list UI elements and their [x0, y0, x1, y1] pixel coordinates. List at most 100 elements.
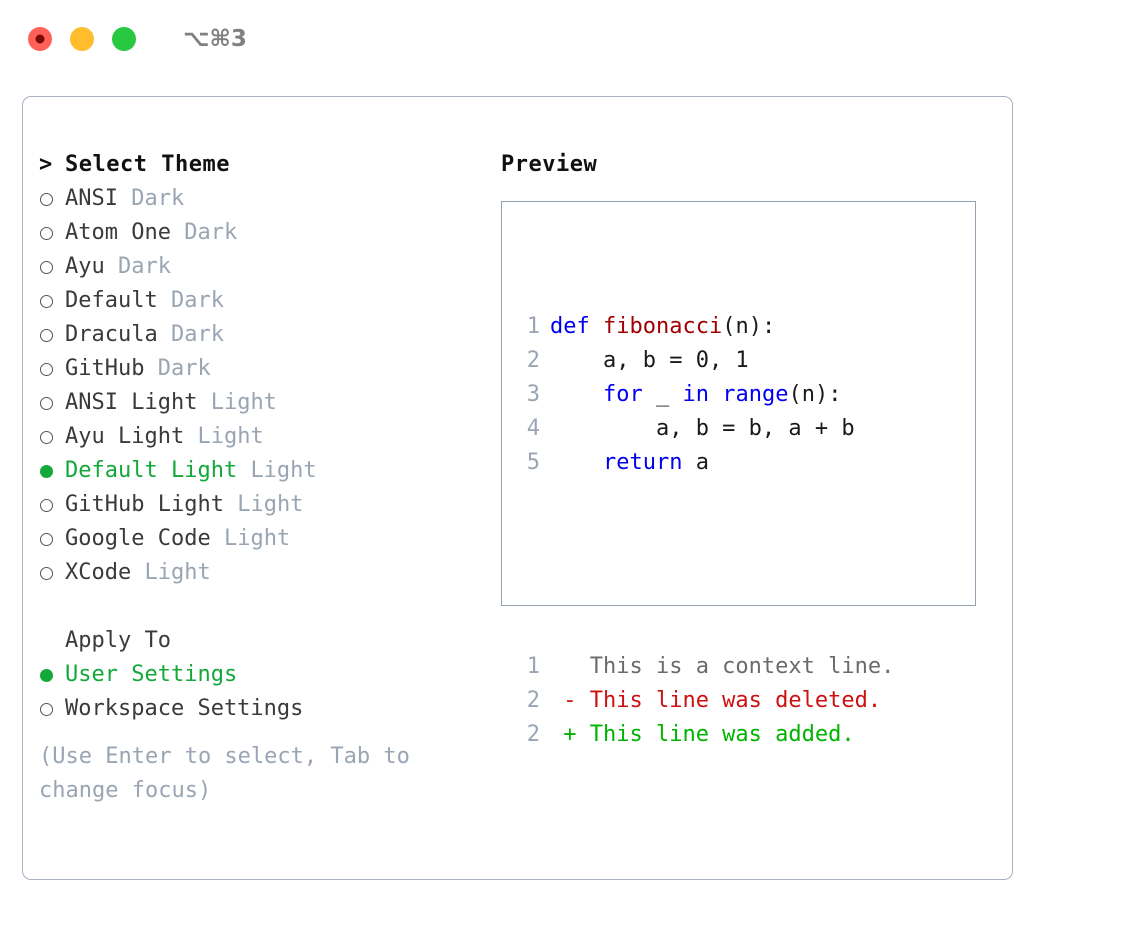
code-token — [590, 314, 603, 339]
line-number: 1 — [526, 654, 540, 679]
theme-list-item[interactable]: GitHub Dark — [39, 352, 479, 386]
theme-name-label: Dracula — [65, 322, 158, 347]
line-number: 2 — [526, 348, 540, 373]
theme-kind-label: Light — [197, 424, 264, 449]
code-token: a, b = 0, 1 — [550, 348, 749, 373]
theme-name-label: Google Code — [65, 526, 211, 551]
code-token: in — [682, 382, 709, 407]
radio-unselected-icon — [40, 226, 53, 240]
code-blank-line — [514, 548, 894, 582]
line-number: 4 — [526, 416, 540, 441]
line-number: 1 — [526, 314, 540, 339]
prompt-caret-icon: > — [39, 152, 53, 177]
theme-kind-label: Light — [237, 492, 304, 517]
title-bar: ⌥⌘3 — [0, 0, 1140, 78]
diff-line: 2 - This line was deleted. — [514, 684, 894, 718]
apply-to-item[interactable]: Workspace Settings — [39, 692, 479, 726]
radio-unselected-icon — [40, 362, 53, 376]
theme-name-label: ANSI Light — [65, 390, 198, 415]
radio-selected-icon — [40, 668, 53, 682]
theme-list-item[interactable]: ANSI Light Light — [39, 386, 479, 420]
traffic-lights — [28, 27, 136, 51]
select-theme-label: Select Theme — [65, 152, 230, 177]
select-theme-heading: > Select Theme — [39, 148, 479, 182]
theme-kind-label: Dark — [170, 322, 224, 347]
diff-block: 1 This is a context line.2 - This line w… — [514, 650, 895, 752]
code-token: _ — [642, 382, 683, 407]
code-token — [550, 450, 603, 475]
maximize-button[interactable] — [112, 27, 136, 51]
close-button[interactable] — [28, 27, 52, 51]
code-line: 5 return a — [514, 446, 894, 480]
theme-name-label: XCode — [65, 560, 132, 585]
code-token: + This line was added. — [550, 722, 855, 747]
radio-unselected-icon — [40, 702, 53, 716]
theme-name-label: GitHub Light — [65, 492, 224, 517]
preview-heading: Preview — [501, 152, 598, 177]
minimize-button[interactable] — [70, 27, 94, 51]
diff-line: 2 + This line was added. — [514, 718, 894, 752]
theme-list-item[interactable]: Atom One Dark — [39, 216, 479, 250]
theme-list-item[interactable]: ANSI Dark — [39, 182, 479, 216]
theme-kind-label: Dark — [184, 220, 238, 245]
theme-kind-label: Dark — [131, 186, 185, 211]
theme-kind-label: Light — [144, 560, 211, 585]
radio-unselected-icon — [40, 260, 53, 274]
theme-name-label: Default — [65, 288, 158, 313]
line-number: 5 — [526, 450, 540, 475]
diff-line: 1 This is a context line. — [514, 650, 895, 684]
theme-name-label: GitHub — [65, 356, 145, 381]
radio-unselected-icon — [40, 566, 53, 580]
code-token: - This line was deleted. — [550, 688, 882, 713]
line-number: 2 — [526, 722, 540, 747]
radio-unselected-icon — [40, 532, 53, 546]
theme-name-label: Ayu Light — [65, 424, 185, 449]
code-token — [709, 382, 722, 407]
theme-kind-label: Dark — [118, 254, 171, 279]
radio-unselected-icon — [40, 294, 53, 308]
theme-list-item[interactable]: GitHub Light Light — [39, 488, 479, 522]
code-token: This is a context line. — [550, 654, 895, 679]
radio-selected-icon — [40, 464, 53, 478]
code-token: return — [602, 450, 683, 475]
list-spacer — [39, 590, 479, 624]
code-line: 2 a, b = 0, 1 — [514, 344, 894, 378]
radio-unselected-icon — [40, 430, 53, 444]
theme-name-label: ANSI — [65, 186, 118, 211]
code-token: (n): — [722, 314, 776, 339]
theme-list-item[interactable]: Ayu Dark — [39, 250, 479, 284]
window-title-shortcut: ⌥⌘3 — [183, 26, 247, 52]
code-token: a, b = b, a + b — [550, 416, 855, 441]
code-token — [550, 382, 603, 407]
theme-list-item[interactable]: Google Code Light — [39, 522, 479, 556]
radio-unselected-icon — [40, 328, 53, 342]
theme-kind-label: Dark — [170, 288, 224, 313]
apply-to-label: Apply To — [65, 628, 171, 653]
theme-kind-label: Light — [223, 526, 291, 551]
apply-to-item-label: User Settings — [65, 662, 238, 687]
code-token: for — [602, 382, 643, 407]
theme-kind-label: Light — [250, 458, 317, 483]
theme-list-item[interactable]: Default Dark — [39, 284, 479, 318]
theme-name-label: Atom One — [65, 220, 171, 245]
apply-to-item[interactable]: User Settings — [39, 658, 479, 692]
theme-name-label: Ayu — [65, 254, 105, 279]
theme-list-item[interactable]: XCode Light — [39, 556, 479, 590]
code-token: range — [722, 382, 789, 407]
theme-list-item[interactable]: Default Light Light — [39, 454, 479, 488]
theme-kind-label: Dark — [157, 356, 211, 381]
code-token: def — [550, 314, 590, 339]
theme-list-item[interactable]: Ayu Light Light — [39, 420, 479, 454]
theme-list-item[interactable]: Dracula Dark — [39, 318, 479, 352]
code-line: 3 for _ in range(n): — [514, 378, 894, 412]
line-number: 2 — [526, 688, 540, 713]
